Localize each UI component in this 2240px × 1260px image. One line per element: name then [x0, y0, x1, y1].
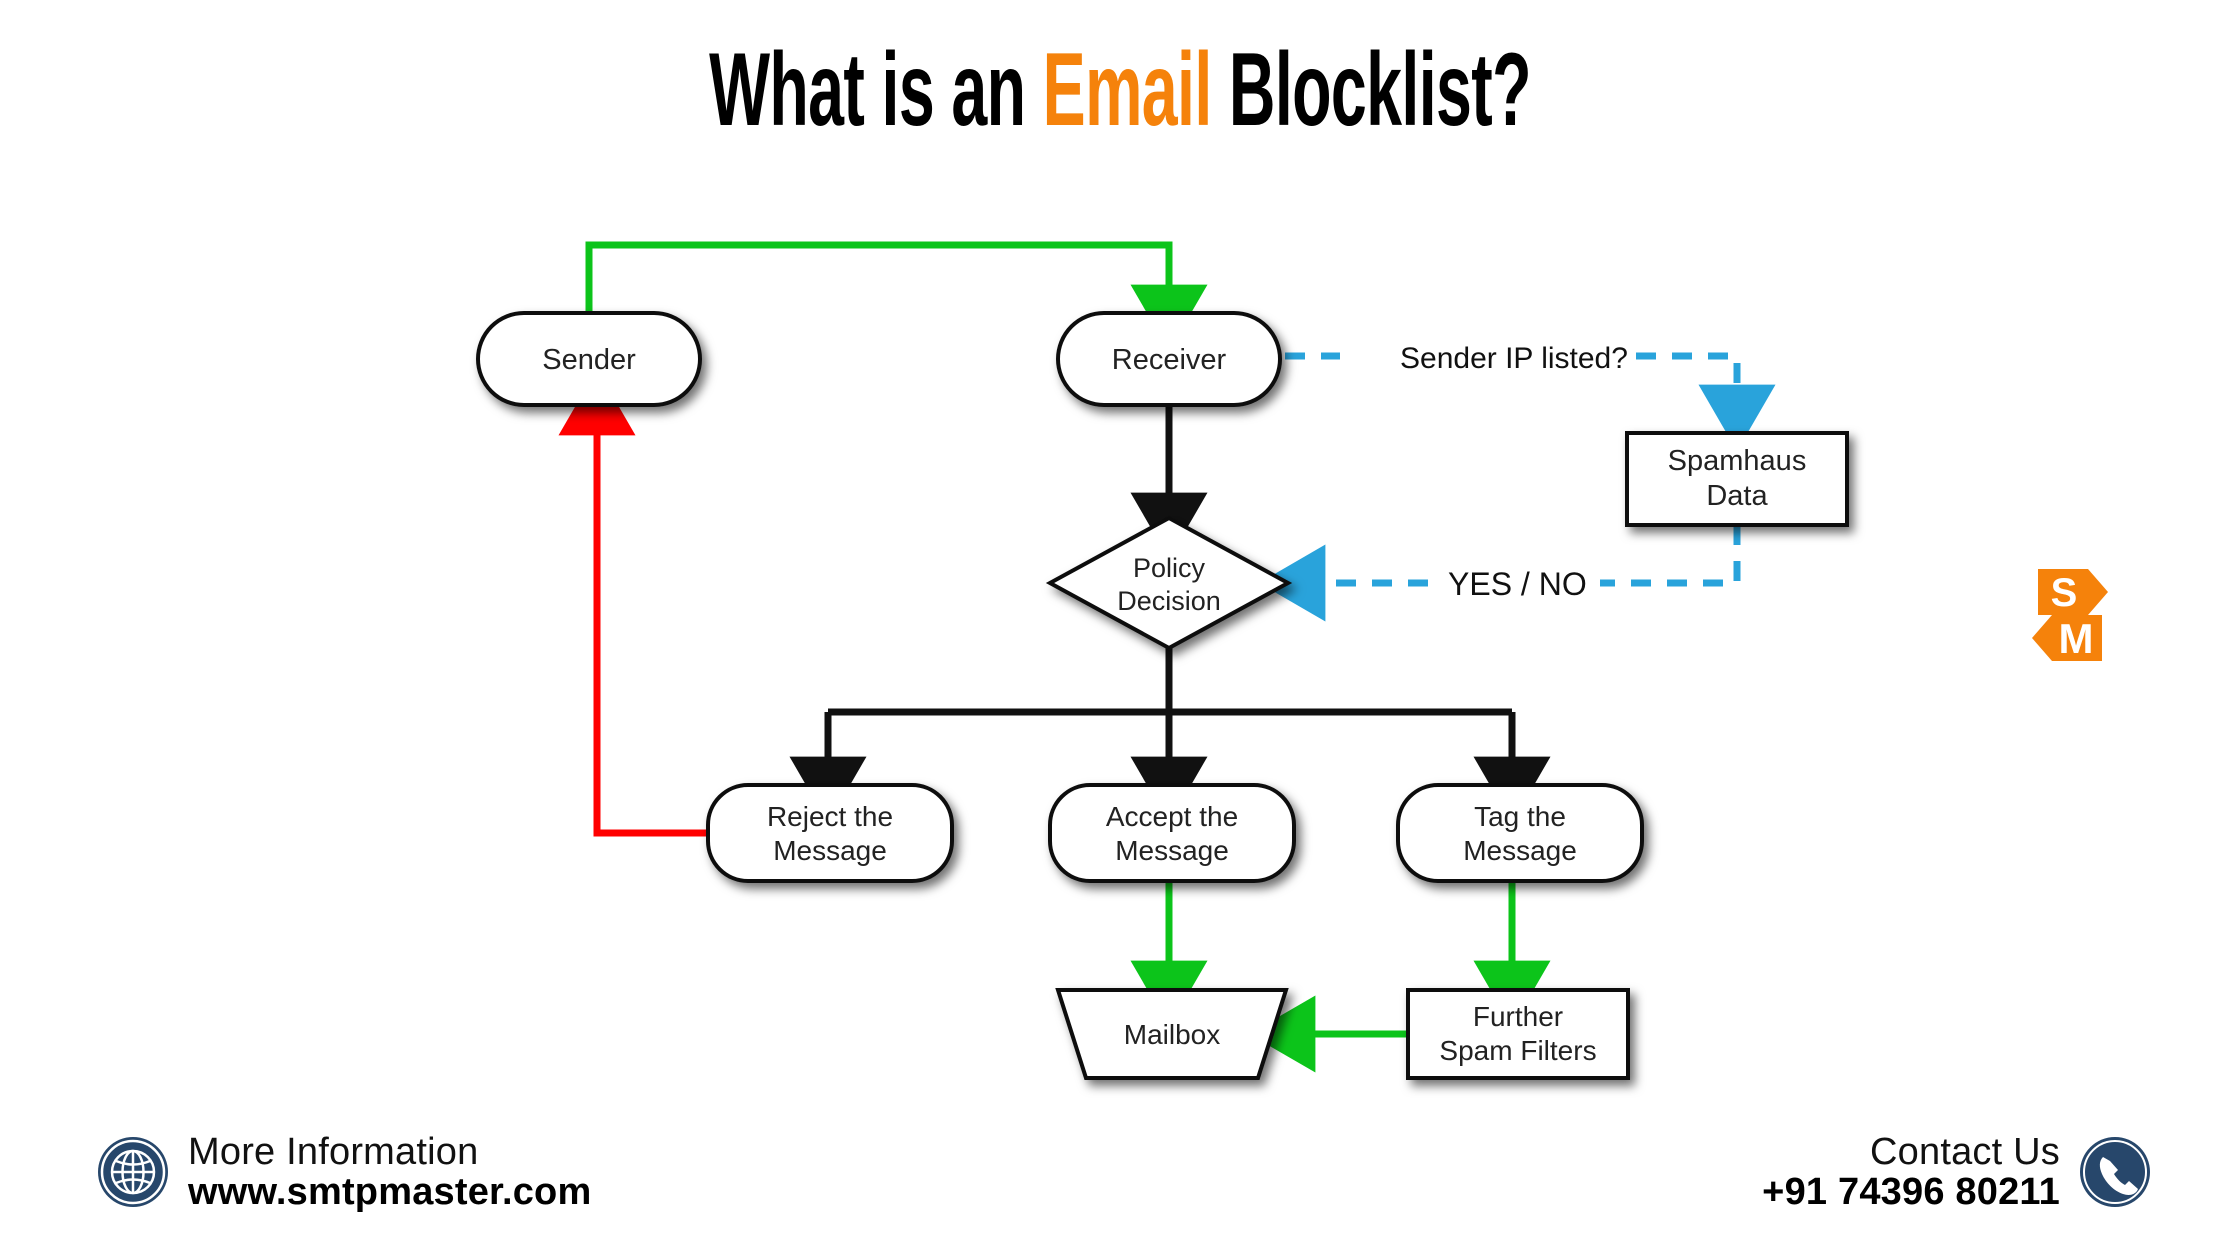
logo-letter-m: M: [2059, 615, 2094, 662]
edge-reject-to-sender: [558, 368, 716, 837]
node-label-receiver: Receiver: [1112, 344, 1227, 376]
node-label-sender: Sender: [542, 344, 636, 376]
node-label-accept-line2: Message: [1115, 835, 1229, 866]
node-spamhaus-data[interactable]: Spamhaus Data: [1625, 431, 1849, 527]
node-tag-the-message[interactable]: Tag the Message: [1396, 783, 1644, 883]
page-title: What is an Email Blocklist?: [426, 38, 1815, 142]
node-policy-decision[interactable]: Policy Decision: [1045, 515, 1293, 651]
node-label-policy-line2: Decision: [1117, 586, 1221, 616]
footer-contact-us[interactable]: Contact Us +91 74396 80211: [1762, 1132, 2152, 1213]
logo-top-arrow: [2038, 569, 2108, 615]
title-part-2: Blocklist?: [1211, 32, 1532, 148]
node-label-mailbox: Mailbox: [1124, 1019, 1220, 1050]
title-part-1: What is an: [709, 32, 1043, 148]
globe-icon: [98, 1137, 168, 1208]
edge-receiver-to-spamhaus: Sender IP listed?: [1285, 342, 1776, 452]
footer-more-information[interactable]: More Information www.smtpmaster.com: [96, 1132, 591, 1213]
title-highlight: Email: [1042, 32, 1213, 148]
node-label-reject-line2: Message: [773, 835, 887, 866]
node-receiver[interactable]: Receiver: [1056, 311, 1282, 407]
node-reject-the-message[interactable]: Reject the Message: [706, 783, 954, 883]
contact-us-label: Contact Us: [1870, 1131, 2060, 1173]
node-label-reject-line1: Reject the: [767, 801, 893, 832]
edge-sender-to-receiver: [585, 241, 1208, 352]
more-information-label: More Information: [188, 1131, 479, 1173]
node-label-policy-line1: Policy: [1133, 553, 1206, 583]
phone-icon: [2080, 1137, 2150, 1208]
logo-bottom-arrow: [2032, 615, 2102, 661]
edge-spamhaus-to-policy: YES / NO: [1258, 525, 1741, 622]
node-mailbox[interactable]: Mailbox: [1055, 988, 1289, 1080]
edge-label-sender-ip-listed: Sender IP listed?: [1400, 342, 1628, 375]
edge-label-yes-no: YES / NO: [1448, 566, 1587, 602]
node-label-filters-line2: Spam Filters: [1439, 1035, 1596, 1066]
node-sender[interactable]: Sender: [476, 311, 702, 407]
node-label-tag-line1: Tag the: [1474, 801, 1566, 832]
node-label-filters-line1: Further: [1473, 1001, 1563, 1032]
edge-policy-to-branches: [789, 638, 1551, 824]
node-label-spamhaus-line2: Data: [1706, 480, 1768, 512]
node-further-spam-filters[interactable]: Further Spam Filters: [1406, 988, 1630, 1080]
website-url[interactable]: www.smtpmaster.com: [188, 1171, 592, 1214]
node-label-spamhaus-line1: Spamhaus: [1668, 445, 1807, 477]
phone-number[interactable]: +91 74396 80211: [1762, 1171, 2060, 1214]
node-accept-the-message[interactable]: Accept the Message: [1048, 783, 1296, 883]
sm-logo: S M: [2032, 569, 2108, 662]
logo-letter-s: S: [2051, 571, 2078, 615]
node-label-tag-line2: Message: [1463, 835, 1577, 866]
node-label-accept-line1: Accept the: [1106, 801, 1238, 832]
